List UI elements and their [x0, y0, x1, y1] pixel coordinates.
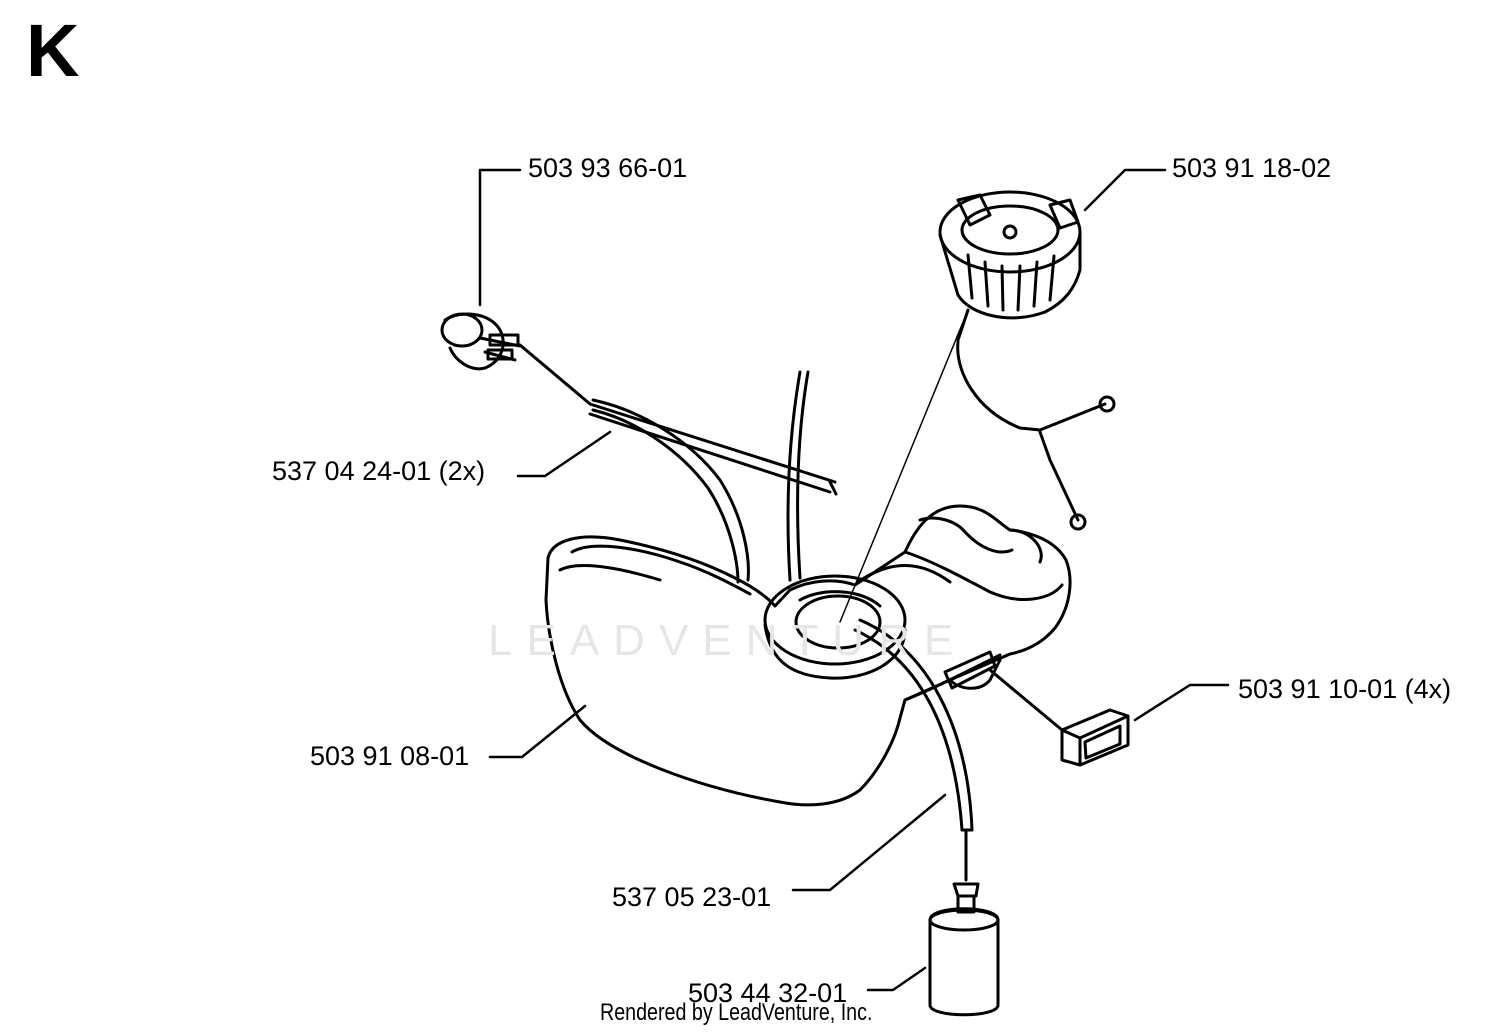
grommet-drawing — [440, 312, 522, 371]
part-label-fuel-cap[interactable]: 503 91 18-02 — [1172, 153, 1332, 183]
part-label-fuel-filter[interactable]: 503 44 32-01 — [688, 978, 848, 1008]
fuel-tank-drawing — [544, 504, 1072, 807]
fuel-filter-drawing — [928, 882, 1000, 1017]
render-credit: Rendered by LeadVenture, Inc. — [600, 999, 873, 1026]
part-label-grommet[interactable]: 503 93 66-01 — [528, 153, 688, 183]
part-label-rubber-mount[interactable]: 503 91 10-01 (4x) — [1238, 674, 1452, 704]
rubber-mount-drawing — [988, 668, 1130, 767]
part-label-fuel-hose-pair[interactable]: 537 04 24-01 (2x) — [272, 456, 486, 486]
leader-lines — [478, 168, 1230, 992]
part-label-fuel-hose[interactable]: 537 05 23-01 — [612, 882, 772, 912]
section-letter: K — [26, 9, 80, 92]
part-label-fuel-tank[interactable]: 503 91 08-01 — [310, 741, 470, 771]
fuel-cap-drawing — [938, 190, 1116, 531]
watermark-text: LEADVENTURE — [488, 616, 968, 665]
fuel-hoses-drawing — [518, 343, 974, 882]
